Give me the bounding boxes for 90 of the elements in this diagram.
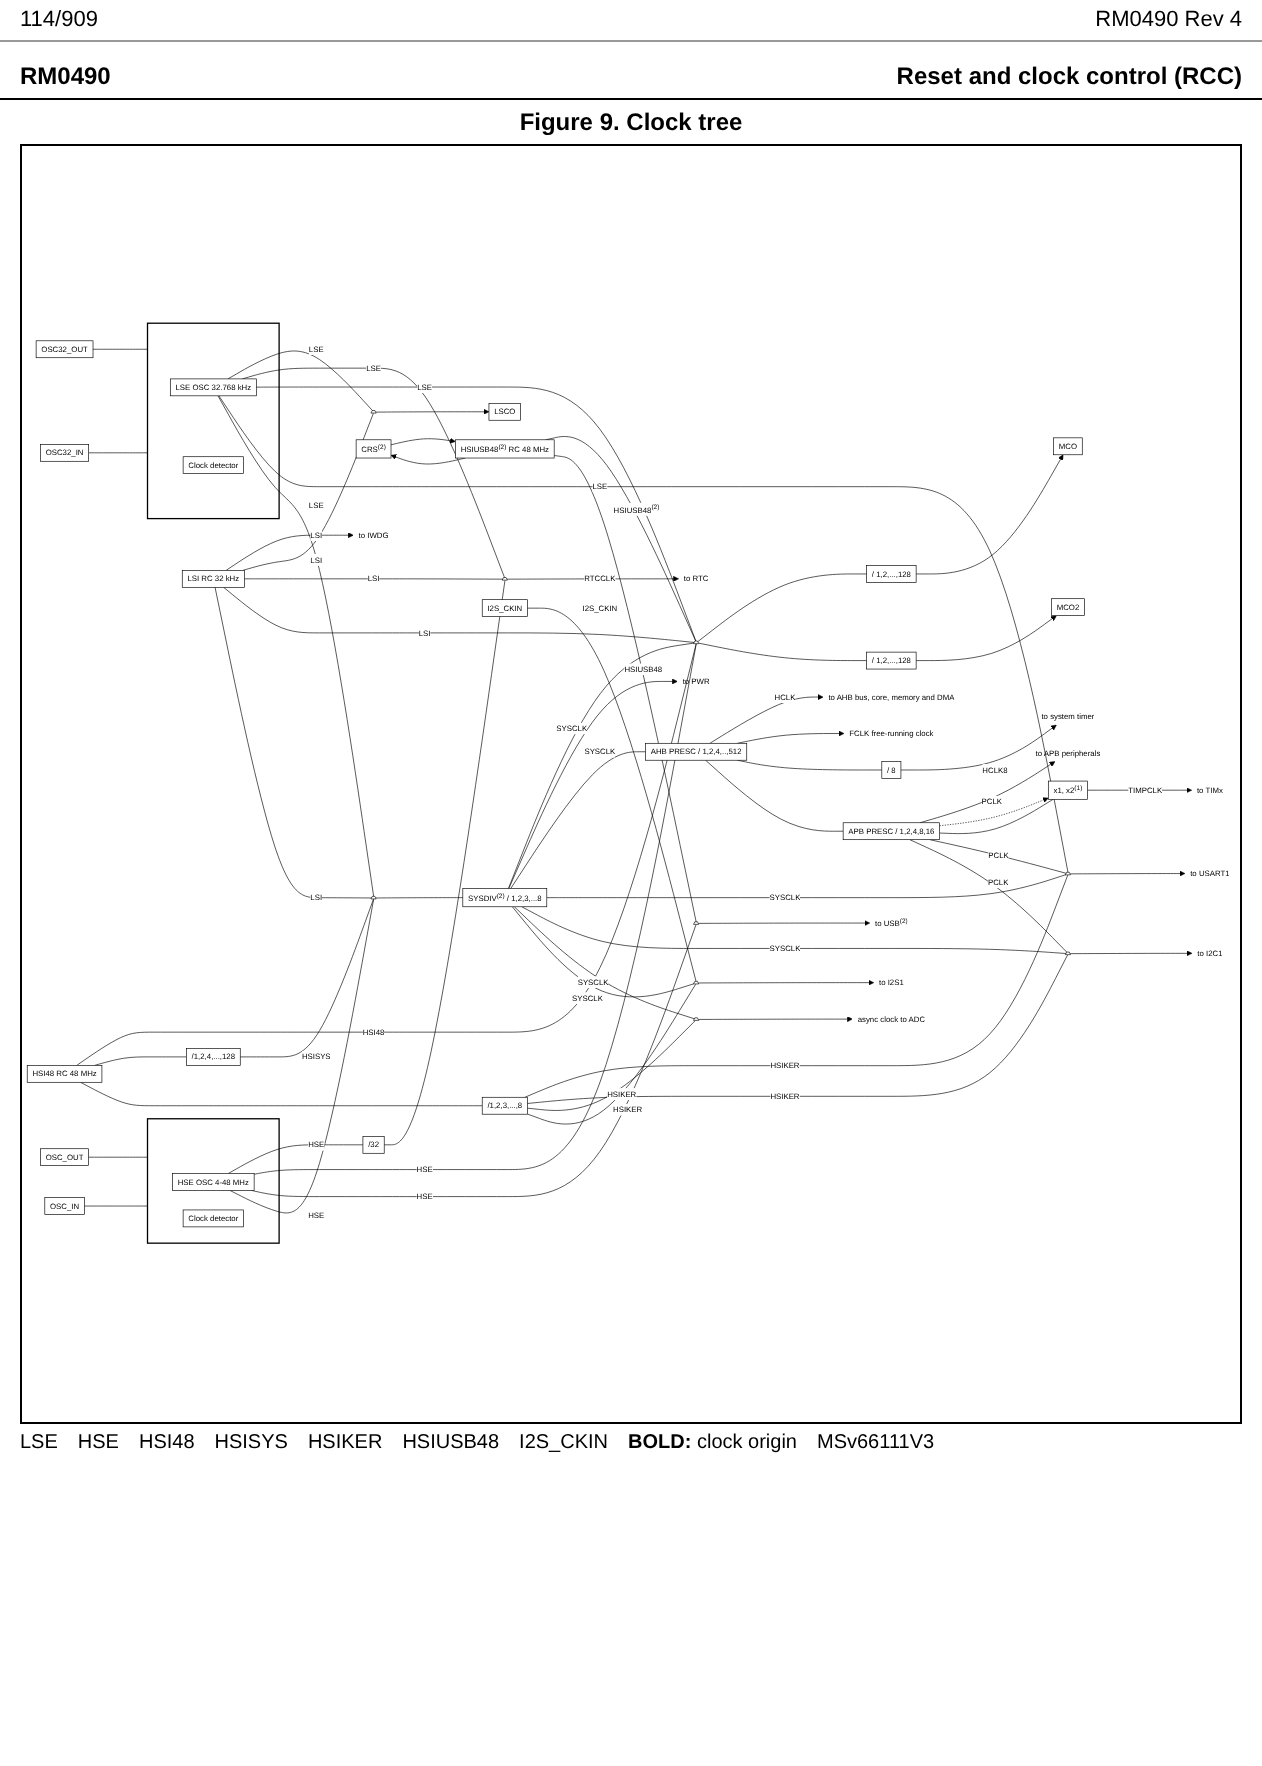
note-text: HSIUSB48 — [402, 1432, 500, 1454]
node-box — [362, 1136, 385, 1155]
cluster — [146, 1118, 280, 1245]
connector — [229, 899, 374, 1215]
connector — [705, 760, 844, 833]
node-box — [645, 743, 748, 762]
connector — [217, 396, 375, 898]
note-text: HSIKER — [307, 1432, 383, 1454]
note-text: MSv66111V3 — [817, 1432, 935, 1454]
node-box — [462, 889, 548, 908]
connector — [383, 580, 506, 1146]
node-box — [186, 1048, 241, 1067]
node-trapezoid — [370, 896, 377, 901]
connector — [256, 387, 697, 643]
connector — [510, 752, 646, 890]
connector — [524, 875, 1069, 1099]
connector — [227, 351, 374, 412]
connector — [697, 574, 867, 643]
node-box — [355, 440, 392, 460]
connector — [88, 453, 148, 454]
note-text: HSE — [77, 1432, 119, 1454]
node-box — [1051, 599, 1085, 617]
node-trapezoid — [1065, 952, 1071, 956]
connector — [80, 1082, 483, 1107]
note-text: HSISYS — [214, 1432, 288, 1454]
connector — [228, 1145, 364, 1175]
connector — [244, 579, 504, 581]
node-box — [170, 379, 257, 397]
connector — [375, 898, 464, 900]
document-id: RM0490 Rev 4 — [1095, 8, 1242, 32]
node-box — [1048, 781, 1088, 801]
node-box — [481, 1097, 528, 1116]
connector — [527, 1021, 696, 1112]
node-trapezoid — [1065, 872, 1071, 876]
connector — [545, 437, 697, 643]
document-id: RM0490 — [20, 62, 111, 90]
node-trapezoid — [693, 1018, 700, 1022]
note-text: BOLD: clock origin — [628, 1432, 797, 1454]
node-box — [35, 341, 94, 359]
connector — [242, 413, 374, 572]
node-box — [842, 823, 940, 841]
cluster — [146, 323, 280, 521]
connector — [223, 587, 695, 644]
connector — [214, 587, 373, 900]
note-text: LSE — [20, 1432, 58, 1454]
connector — [698, 643, 867, 662]
connector — [88, 1157, 148, 1159]
node-box — [455, 440, 555, 460]
figure-title: Figure 9. Clock tree — [517, 108, 745, 136]
connector — [527, 955, 1068, 1105]
connector — [909, 840, 1068, 954]
connector — [527, 984, 696, 1126]
node-box — [40, 1149, 89, 1167]
node-box — [44, 1198, 85, 1216]
connector — [508, 643, 695, 890]
node-trapezoid — [370, 410, 377, 415]
connector — [546, 875, 1067, 899]
node-trapezoid — [693, 922, 700, 926]
connector — [511, 907, 695, 998]
connector — [253, 644, 697, 1176]
node-trapezoid — [693, 981, 700, 986]
node-box — [26, 1065, 103, 1084]
connector — [239, 899, 374, 1059]
connector — [242, 368, 505, 579]
node-box — [182, 457, 244, 475]
node-trapezoid — [501, 578, 508, 582]
connector — [521, 907, 1067, 955]
node-box — [866, 565, 917, 584]
page-number: 114/909 — [20, 8, 98, 32]
node-box — [481, 600, 528, 618]
node-box — [182, 1210, 244, 1228]
connector — [553, 456, 697, 924]
connector — [84, 1206, 148, 1208]
connector — [94, 1057, 187, 1067]
node-box — [881, 762, 902, 780]
node-trapezoid — [693, 641, 700, 645]
connector — [514, 907, 696, 1021]
note-text: HSI48 — [138, 1432, 195, 1454]
connector — [218, 396, 1069, 874]
node-box — [866, 652, 917, 671]
section-title: Reset and clock control (RCC) — [896, 62, 1242, 90]
connector — [251, 925, 697, 1198]
connector — [527, 608, 697, 983]
note-text: I2S_CKIN — [519, 1432, 609, 1454]
node-box — [488, 403, 521, 422]
node-box — [172, 1173, 255, 1192]
node-box — [40, 444, 89, 463]
node-box — [1053, 438, 1083, 456]
connector — [92, 349, 148, 351]
node-box — [181, 570, 245, 589]
